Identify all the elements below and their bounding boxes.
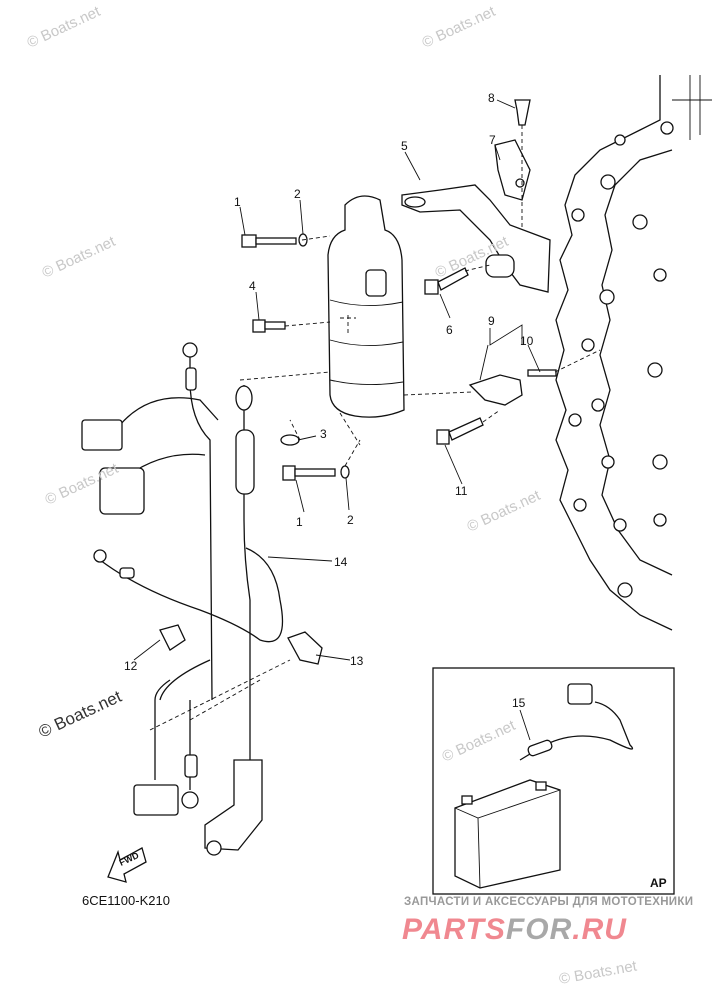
callout-5: 5	[401, 139, 408, 153]
callout-12: 12	[124, 659, 138, 673]
watermark: © Boats.net	[465, 487, 544, 536]
callout-1: 1	[234, 195, 241, 209]
brand-logo: PARTSFOR.RU	[402, 913, 627, 947]
starter-motor	[327, 195, 405, 418]
callout-10: 10	[520, 334, 534, 348]
callout-11: 11	[455, 484, 468, 498]
callout-7: 7	[489, 133, 496, 147]
fwd-arrow: FWD	[107, 847, 147, 883]
callout-2: 2	[294, 187, 301, 201]
watermark-dark: © Boats.net	[36, 687, 125, 742]
watermark: © Boats.net	[25, 3, 104, 52]
diagram-code: 6CE1100-K210	[82, 893, 170, 908]
callout-labels: 1 2 5 7 8 6 4 3 1 2 9 10 11 14 13 12 15	[124, 91, 534, 710]
callout-13: 13	[350, 654, 364, 668]
starter-bracket	[401, 99, 551, 293]
inset-label: AP	[650, 876, 667, 890]
callout-9: 9	[488, 314, 495, 328]
callout-1-lower: 1	[296, 515, 303, 529]
watermark: © Boats.net	[558, 957, 639, 988]
engine-block	[555, 75, 712, 631]
footer-tagline: ЗАПЧАСТИ И АКСЕССУАРЫ ДЛЯ МОТОТЕХНИКИ	[404, 896, 694, 908]
fasteners	[241, 233, 601, 481]
watermark: © Boats.net	[40, 233, 119, 282]
watermark: © Boats.net	[420, 3, 499, 52]
battery-inset: AP	[432, 667, 675, 895]
callout-15: 15	[512, 696, 526, 710]
callout-4: 4	[249, 279, 256, 293]
brand-part-1: PARTS	[402, 913, 506, 946]
brand-part-3: .RU	[572, 913, 627, 946]
callout-14: 14	[334, 555, 348, 569]
wiring-harness	[81, 342, 323, 856]
brand-part-2: FOR	[505, 913, 573, 946]
callout-8: 8	[488, 91, 495, 105]
callout-2-lower: 2	[347, 513, 354, 527]
leader-lines	[133, 99, 541, 741]
callout-6: 6	[446, 323, 453, 337]
callout-3: 3	[320, 427, 327, 441]
